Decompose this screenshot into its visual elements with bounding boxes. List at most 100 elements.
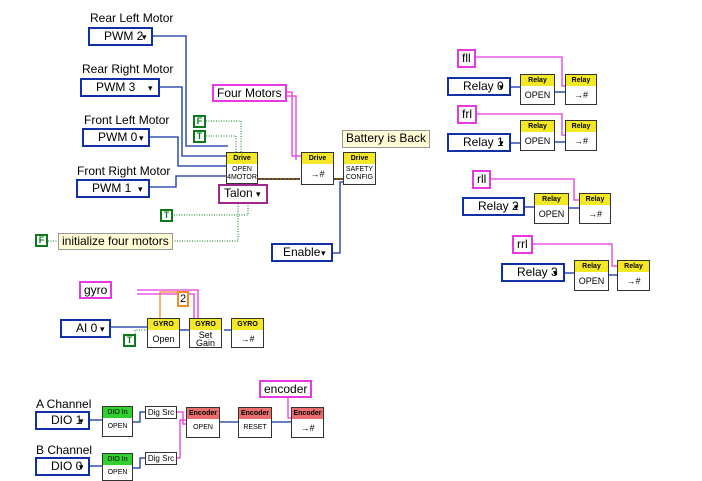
relay-1-ring[interactable]: Relay 1 ▾ bbox=[447, 133, 511, 152]
gyro-set-gain-vi[interactable]: GYRO Set Gain bbox=[189, 318, 222, 348]
drive-open-header: Drive bbox=[227, 153, 257, 164]
relay-3-value: Relay 3 bbox=[517, 265, 558, 279]
encoder-write-header: Encoder bbox=[292, 408, 323, 419]
gyro-channel-value: AI 0 bbox=[76, 321, 98, 335]
dropdown-arrow-icon: ▾ bbox=[139, 133, 144, 143]
relay-1-write-vi[interactable]: Relay →# bbox=[565, 120, 597, 151]
dropdown-arrow-icon: ▾ bbox=[499, 138, 504, 148]
gyro-open-body: Open bbox=[152, 333, 175, 344]
relay-3-write-vi[interactable]: Relay →# bbox=[617, 260, 650, 291]
relay-2-write-vi[interactable]: Relay →# bbox=[579, 193, 611, 224]
relay-3-open-vi[interactable]: Relay OPEN bbox=[574, 260, 609, 291]
encoder-reset-body: RESET bbox=[243, 424, 267, 431]
relay-2-name[interactable]: rll bbox=[472, 170, 492, 189]
b-channel-ring[interactable]: DIO 0 ▾ bbox=[35, 457, 90, 476]
encoder-open-body: OPEN bbox=[193, 424, 213, 431]
front-left-motor-value: PWM 0 bbox=[98, 130, 138, 144]
dio-b-header: DIO In bbox=[103, 454, 132, 465]
gyro-name[interactable]: gyro bbox=[79, 281, 113, 299]
bool-false-constant-2[interactable]: F bbox=[35, 234, 48, 247]
relay-2-ring[interactable]: Relay 2 ▾ bbox=[462, 197, 525, 216]
dio-a-open-vi[interactable]: DIO In OPEN bbox=[102, 406, 133, 437]
front-right-motor-ring[interactable]: PWM 1 ▾ bbox=[76, 179, 150, 198]
relay-0-open-header: Relay bbox=[521, 75, 554, 86]
relay-0-open-vi[interactable]: Relay OPEN bbox=[520, 74, 555, 105]
gyro-gain-constant[interactable]: 2 bbox=[177, 291, 189, 307]
dio-a-header: DIO In bbox=[103, 407, 132, 418]
drive-safety-body: SAFETY CONFIG bbox=[344, 164, 375, 184]
drive-write-header: Drive bbox=[302, 153, 333, 164]
dropdown-arrow-icon: ▾ bbox=[79, 462, 84, 472]
relay-1-open-vi[interactable]: Relay OPEN bbox=[520, 120, 555, 151]
drive-safety-line1: SAFETY bbox=[345, 166, 374, 173]
relay-2-value: Relay 2 bbox=[478, 199, 519, 213]
bool-false-constant[interactable]: F bbox=[193, 115, 206, 128]
encoder-open-header: Encoder bbox=[187, 408, 219, 419]
dropdown-arrow-icon: ▾ bbox=[138, 184, 143, 194]
gyro-gain-line1: Set bbox=[198, 329, 213, 340]
front-left-motor-ring[interactable]: PWM 0 ▾ bbox=[82, 128, 150, 147]
dropdown-arrow-icon: ▾ bbox=[100, 324, 105, 334]
dropdown-arrow-icon: ▾ bbox=[256, 189, 261, 199]
relay-2-open-body: OPEN bbox=[538, 209, 565, 219]
drive-safety-config-vi[interactable]: Drive SAFETY CONFIG bbox=[343, 152, 376, 185]
write-icon: →# bbox=[240, 333, 255, 344]
gyro-gain-body: Set Gain bbox=[190, 330, 221, 347]
front-right-motor-value: PWM 1 bbox=[92, 181, 132, 195]
relay-1-name[interactable]: frl bbox=[457, 105, 477, 124]
relay-0-open-body: OPEN bbox=[524, 90, 551, 100]
drive-open-line2: 4MOTOR bbox=[227, 173, 257, 181]
dropdown-arrow-icon: ▾ bbox=[148, 83, 153, 93]
enable-value: Enable bbox=[283, 245, 321, 259]
dig-src-b-constant[interactable]: Dig Src bbox=[145, 452, 177, 465]
encoder-reset-vi[interactable]: Encoder RESET bbox=[238, 407, 272, 438]
encoder-open-vi[interactable]: Encoder OPEN bbox=[186, 407, 220, 438]
gyro-channel-ring[interactable]: AI 0 ▾ bbox=[60, 319, 111, 338]
four-motors-string-constant[interactable]: Four Motors bbox=[212, 84, 287, 102]
encoder-write-vi[interactable]: Encoder →# bbox=[291, 407, 324, 438]
dio-b-open-vi[interactable]: DIO In OPEN bbox=[102, 453, 133, 481]
a-channel-value: DIO 1 bbox=[51, 413, 83, 427]
drive-safety-header: Drive bbox=[344, 153, 375, 164]
relay-3-name[interactable]: rrl bbox=[512, 235, 533, 254]
rear-right-motor-label: Rear Right Motor bbox=[82, 62, 174, 76]
write-icon: →# bbox=[587, 209, 602, 219]
relay-3-open-header: Relay bbox=[575, 261, 608, 272]
relay-0-name[interactable]: fll bbox=[457, 49, 476, 68]
relay-3-open-body: OPEN bbox=[578, 276, 605, 286]
relay-1-open-header: Relay bbox=[521, 121, 554, 132]
relay-2-write-header: Relay bbox=[580, 194, 610, 205]
bool-true-constant-2[interactable]: T bbox=[160, 209, 173, 222]
gyro-bool-true-constant[interactable]: T bbox=[123, 334, 136, 347]
relay-1-value: Relay 1 bbox=[463, 135, 504, 149]
relay-0-ring[interactable]: Relay 0 ▾ bbox=[447, 77, 511, 96]
gyro-gain-line2: Gain bbox=[195, 337, 215, 348]
dig-src-a-constant[interactable]: Dig Src bbox=[145, 406, 177, 419]
gyro-write-vi[interactable]: GYRO →# bbox=[231, 318, 264, 348]
drive-open-4motor-vi[interactable]: Drive OPEN 4MOTOR bbox=[226, 152, 258, 184]
b-channel-value: DIO 0 bbox=[51, 459, 83, 473]
rear-right-motor-value: PWM 3 bbox=[96, 80, 136, 94]
drive-open-line1: OPEN bbox=[232, 165, 252, 173]
drive-write-vi[interactable]: Drive →# bbox=[301, 152, 334, 185]
dropdown-arrow-icon: ▾ bbox=[553, 268, 558, 278]
encoder-name[interactable]: encoder bbox=[259, 380, 313, 398]
a-channel-ring[interactable]: DIO 1 ▾ bbox=[35, 411, 90, 430]
enable-ring[interactable]: Enable ▾ bbox=[271, 243, 333, 262]
relay-0-write-vi[interactable]: Relay →# bbox=[565, 74, 597, 105]
gyro-open-vi[interactable]: GYRO Open bbox=[147, 318, 180, 348]
drive-safety-line2: CONFIG bbox=[345, 174, 374, 181]
relay-3-write-header: Relay bbox=[618, 261, 649, 272]
gyro-write-header: GYRO bbox=[232, 319, 263, 330]
rear-left-motor-ring[interactable]: PWM 2 ▾ bbox=[88, 27, 153, 46]
b-channel-label: B Channel bbox=[36, 443, 93, 457]
relay-2-open-header: Relay bbox=[535, 194, 568, 205]
front-right-motor-label: Front Right Motor bbox=[77, 164, 171, 178]
relay-3-ring[interactable]: Relay 3 ▾ bbox=[501, 263, 565, 282]
dio-a-body: OPEN bbox=[107, 423, 128, 430]
rear-right-motor-ring[interactable]: PWM 3 ▾ bbox=[80, 78, 160, 97]
talon-ring[interactable]: Talon ▾ bbox=[218, 184, 268, 204]
bool-true-constant[interactable]: T bbox=[193, 130, 206, 143]
relay-2-open-vi[interactable]: Relay OPEN bbox=[534, 193, 569, 224]
